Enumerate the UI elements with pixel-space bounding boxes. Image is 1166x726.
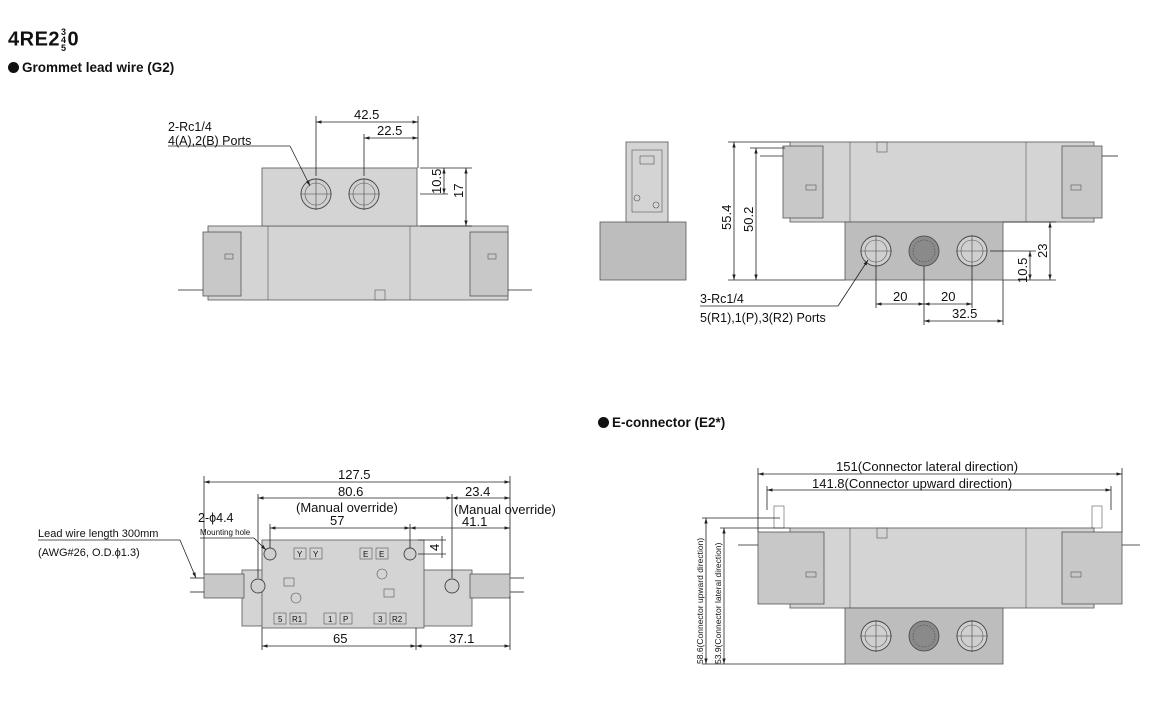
section-econnector-label: E-connector (E2*) [612,415,726,430]
title-variant-3: 3 [61,27,67,37]
dim-23-4: 23.4 [465,484,490,499]
dim-20-b: 20 [941,289,955,304]
top-solenoid-right [469,573,511,599]
bullet-icon [598,417,609,428]
lead-wire-spec: (AWG#26, O.D.ϕ1.3) [38,547,140,559]
dim-17: 17 [451,184,466,198]
mark-3: 3 [378,615,383,624]
rear-valve-body [789,141,1095,223]
hole-label: 2-ϕ4.4 [198,511,234,525]
side-solenoid [625,141,669,223]
callout-side-count: 3-Rc1/4 [700,292,744,306]
manual-override-label-b: (Manual override) [454,502,556,517]
mark-e-2: E [379,550,384,559]
dim-23: 23 [1035,244,1050,258]
dim-80-6: 80.6 [338,484,363,499]
rear-solenoid-right [1061,145,1103,219]
marks-bottom: 5 R1 1 P 3 R2 [273,612,407,625]
mounting-hole-label: Mounting hole [200,528,251,537]
manual-override-label-a: (Manual override) [296,500,398,515]
e-solenoid-right [1061,531,1123,605]
mark-r2: R2 [392,615,403,624]
mark-e-1: E [363,550,368,559]
valve-body [207,225,509,301]
rear-view: 55.4 50.2 10.5 23 20 20 32.5 3-Rc1/4 5(R… [700,141,1118,325]
mark-r1: R1 [292,615,303,624]
title-suffix: 0 [67,28,80,51]
top-view: Y Y E E 5 R1 1 P 3 R2 127.5 [38,467,556,650]
title-main: 4RE2 [8,28,61,51]
top-knob-right [444,578,460,594]
e-connector-right [1091,505,1103,529]
e-port-center [908,620,940,652]
dim-42-5: 42.5 [354,107,379,122]
top-knob-left [250,578,266,594]
top-sub-plate [261,539,425,629]
title-variant-5: 5 [61,43,67,53]
dim-65: 65 [333,631,347,646]
callout-ports-names: 4(A),2(B) Ports [168,134,251,148]
dim-4: 4 [427,544,442,551]
mark-y-2: Y [313,550,319,559]
dim-58-6: 58.6(Connector upward direction) [695,538,705,664]
mounting-hole-right [403,547,417,561]
dim-151: 151(Connector lateral direction) [836,459,1018,474]
mark-5: 5 [278,615,283,624]
callout-side-names: 5(R1),1(P),3(R2) Ports [700,311,826,325]
title-variant-4: 4 [61,35,67,45]
section-econnector: E-connector (E2*) [598,415,725,430]
dim-10-5-side: 10.5 [1015,258,1030,283]
side-base [599,221,687,281]
callout-ports-count: 2-Rc1/4 [168,120,212,134]
dim-32-5: 32.5 [952,306,977,321]
lead-wire-length: Lead wire length 300mm [38,528,158,540]
e-connector-left [773,505,785,529]
dim-55-4: 55.4 [719,205,734,230]
dim-53-9: 53.9(Connector lateral direction) [713,542,723,664]
sub-plate [261,167,418,227]
e-solenoid-left [757,531,825,605]
solenoid-left [202,231,242,297]
e-valve-body [789,527,1095,609]
dim-50-2: 50.2 [741,207,756,232]
port-1p [908,235,940,267]
side-view [599,141,687,281]
dim-141-8: 141.8(Connector upward direction) [812,476,1012,491]
mark-y-1: Y [297,550,303,559]
dim-127-5: 127.5 [338,467,371,482]
front-view: 42.5 22.5 10.5 17 2-Rc1/4 4(A),2(B) Port… [168,107,532,301]
dim-57: 57 [330,513,344,528]
dim-41-1: 41.1 [462,514,487,529]
solenoid-right [469,231,509,297]
section-grommet: Grommet lead wire (G2) [8,60,174,75]
section-grommet-label: Grommet lead wire (G2) [22,60,175,75]
mark-1: 1 [328,615,333,624]
mark-p: P [343,615,348,624]
dim-22-5: 22.5 [377,123,402,138]
dim-10-5: 10.5 [429,169,444,194]
dim-20-a: 20 [893,289,907,304]
rear-solenoid-left [782,145,824,219]
marks-top: Y Y E E [293,547,389,560]
e-connector-view: 151(Connector lateral direction) 141.8(C… [695,459,1140,665]
bullet-icon [8,62,19,73]
top-solenoid-left [203,573,245,599]
dim-37-1: 37.1 [449,631,474,646]
